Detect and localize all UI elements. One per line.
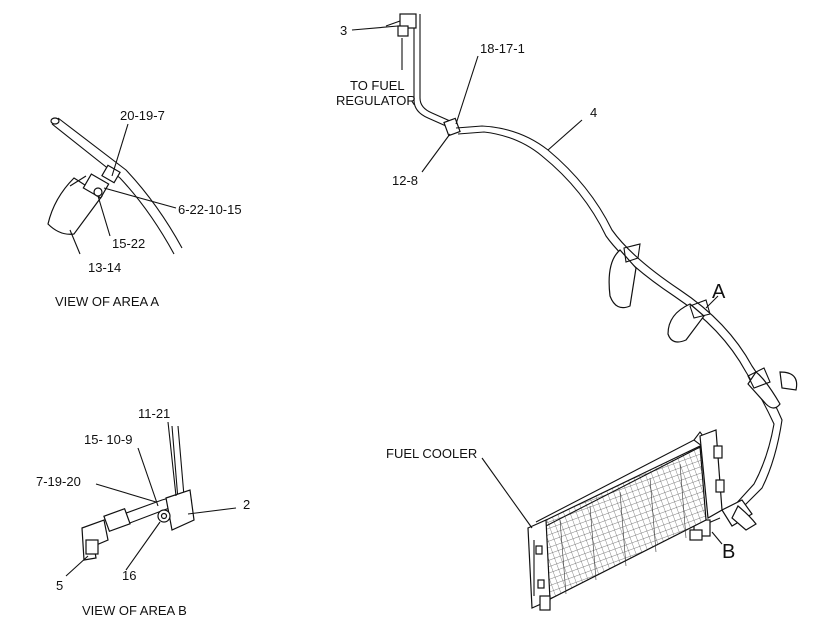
clamp-3 (747, 367, 798, 409)
callout-7-19-20: 7-19-20 (36, 474, 81, 489)
callout-2: 2 (243, 497, 250, 512)
callout-13-14: 13-14 (88, 260, 121, 275)
area-b-marker: B (722, 541, 735, 563)
callout-11-21: 11-21 (138, 406, 170, 421)
callout-5: 5 (56, 578, 63, 593)
clip-12-8 (443, 117, 461, 137)
callout-20-19-7: 20-19-7 (120, 108, 165, 123)
view-area-a-caption: VIEW OF AREA A (55, 294, 159, 309)
callout-15-10-9: 15- 10-9 (84, 432, 132, 447)
callout-6-22-10-15: 6-22-10-15 (178, 202, 242, 217)
callout-12-8: 12-8 (392, 173, 418, 188)
callout-4: 4 (590, 105, 597, 120)
view-area-a-detail (47, 117, 183, 255)
clamp-4 (731, 505, 757, 531)
callout-18-17-1: 18-17-1 (480, 41, 525, 56)
area-a-marker: A (712, 281, 726, 303)
callout-3: 3 (340, 23, 347, 38)
clamp-1 (608, 243, 641, 309)
fuel-line-4 (385, 13, 783, 541)
regulator-label: REGULATOR (336, 93, 416, 108)
clamp-area-a (667, 299, 711, 343)
fuel-cooler-label: FUEL COOLER (386, 446, 477, 461)
leader-lines (65, 25, 723, 577)
fitting-nut-b (689, 529, 703, 541)
fuel-cooler (527, 429, 725, 611)
to-fuel-label: TO FUEL (350, 78, 405, 93)
callout-15-22: 15-22 (112, 236, 145, 251)
view-area-b-caption: VIEW OF AREA B (82, 603, 187, 618)
nut-fitting (397, 25, 409, 37)
callout-16: 16 (122, 568, 136, 583)
